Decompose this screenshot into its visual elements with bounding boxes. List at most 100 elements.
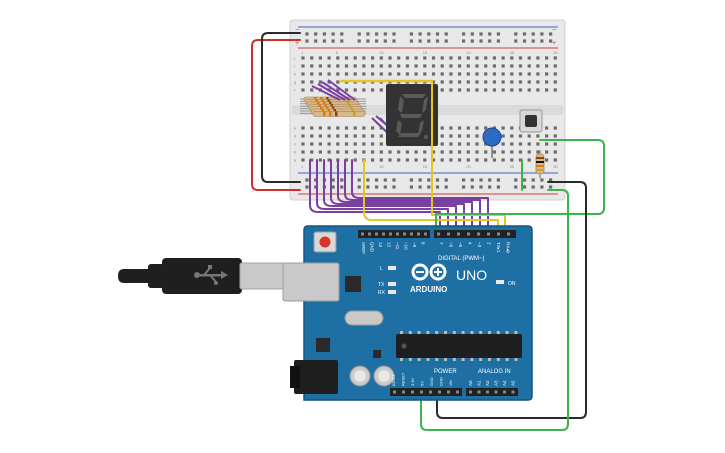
rail-hole[interactable] (375, 32, 379, 36)
breadboard-hole[interactable] (553, 56, 557, 60)
breadboard-hole[interactable] (492, 88, 496, 92)
power-pin-hole[interactable] (447, 390, 450, 394)
breadboard-hole[interactable] (466, 88, 470, 92)
rail-hole[interactable] (444, 178, 448, 182)
breadboard-hole[interactable] (501, 134, 505, 138)
rail-hole[interactable] (357, 185, 361, 189)
breadboard-hole[interactable] (492, 56, 496, 60)
breadboard-hole[interactable] (501, 56, 505, 60)
breadboard-hole[interactable] (362, 150, 366, 154)
breadboard-hole[interactable] (371, 88, 375, 92)
breadboard-hole[interactable] (301, 150, 305, 154)
rail-hole[interactable] (496, 185, 500, 189)
breadboard-hole[interactable] (388, 64, 392, 68)
rail-hole[interactable] (462, 185, 466, 189)
breadboard-hole[interactable] (440, 134, 444, 138)
analog-pin-hole[interactable] (477, 390, 481, 394)
breadboard-hole[interactable] (501, 64, 505, 68)
breadboard-hole[interactable] (449, 126, 453, 130)
digital-pin-hole[interactable] (497, 232, 500, 236)
breadboard-hole[interactable] (466, 142, 470, 146)
breadboard-hole[interactable] (545, 150, 549, 154)
breadboard-hole[interactable] (379, 64, 383, 68)
breadboard-hole[interactable] (458, 56, 462, 60)
rail-hole[interactable] (549, 39, 553, 43)
breadboard-hole[interactable] (458, 150, 462, 154)
rail-hole[interactable] (322, 39, 326, 43)
breadboard-hole[interactable] (318, 134, 322, 138)
breadboard-hole[interactable] (336, 126, 340, 130)
breadboard-hole[interactable] (301, 142, 305, 146)
breadboard-hole[interactable] (336, 56, 340, 60)
rail-hole[interactable] (435, 178, 440, 182)
rail-hole[interactable] (366, 39, 370, 43)
breadboard-hole[interactable] (318, 64, 322, 68)
breadboard-hole[interactable] (475, 64, 479, 68)
breadboard-hole[interactable] (414, 150, 418, 154)
power-pin-hole[interactable] (420, 390, 423, 394)
breadboard-hole[interactable] (484, 158, 488, 162)
breadboard-hole[interactable] (510, 126, 514, 130)
breadboard-hole[interactable] (518, 158, 523, 162)
rail-hole[interactable] (479, 178, 483, 182)
rail-hole[interactable] (383, 39, 387, 43)
breadboard-hole[interactable] (344, 142, 349, 146)
breadboard-hole[interactable] (466, 64, 470, 68)
breadboard-hole[interactable] (379, 150, 383, 154)
breadboard-hole[interactable] (536, 64, 540, 68)
breadboard-hole[interactable] (553, 142, 557, 146)
rail-hole[interactable] (383, 185, 387, 189)
breadboard-hole[interactable] (379, 134, 383, 138)
breadboard-hole[interactable] (362, 72, 366, 76)
breadboard-hole[interactable] (301, 158, 305, 162)
breadboard-hole[interactable] (440, 142, 444, 146)
breadboard-hole[interactable] (553, 126, 557, 130)
rail-hole[interactable] (514, 178, 518, 182)
breadboard-hole[interactable] (353, 142, 357, 146)
breadboard-hole[interactable] (475, 158, 479, 162)
rail-hole[interactable] (314, 178, 318, 182)
rail-hole[interactable] (357, 39, 361, 43)
breadboard-hole[interactable] (388, 158, 392, 162)
rail-hole[interactable] (470, 185, 474, 189)
breadboard-hole[interactable] (449, 142, 453, 146)
power-pin-hole[interactable] (456, 390, 459, 394)
pulldown-resistor[interactable] (535, 150, 545, 178)
rail-hole[interactable] (488, 39, 492, 43)
breadboard-hole[interactable] (318, 72, 322, 76)
breadboard-hole[interactable] (510, 158, 514, 162)
breadboard-hole[interactable] (545, 158, 549, 162)
digital-pin-hole[interactable] (424, 232, 427, 236)
rail-hole[interactable] (427, 32, 431, 36)
breadboard-hole[interactable] (492, 64, 496, 68)
breadboard-hole[interactable] (379, 72, 383, 76)
green-button-wire[interactable] (435, 139, 605, 231)
analog-pin-hole[interactable] (494, 390, 498, 394)
rail-hole[interactable] (305, 32, 309, 36)
breadboard-hole[interactable] (553, 158, 557, 162)
breadboard-hole[interactable] (318, 150, 322, 154)
breadboard-hole[interactable] (405, 64, 409, 68)
digital-pin-hole[interactable] (382, 232, 385, 236)
rail-hole[interactable] (462, 32, 466, 36)
breadboard-hole[interactable] (536, 72, 540, 76)
breadboard-hole[interactable] (327, 134, 331, 138)
breadboard-hole[interactable] (301, 56, 305, 60)
breadboard-hole[interactable] (484, 150, 488, 154)
breadboard-hole[interactable] (301, 126, 305, 130)
breadboard-hole[interactable] (440, 64, 444, 68)
breadboard-hole[interactable] (536, 56, 540, 60)
ceramic-capacitor[interactable] (482, 127, 502, 158)
breadboard-hole[interactable] (492, 72, 496, 76)
digital-pin-hole[interactable] (437, 232, 440, 236)
digital-pin-hole[interactable] (417, 232, 420, 236)
rail-hole[interactable] (392, 178, 396, 182)
breadboard-hole[interactable] (484, 88, 488, 92)
pushbutton[interactable] (519, 109, 543, 133)
breadboard-hole[interactable] (449, 72, 453, 76)
breadboard-hole[interactable] (492, 158, 496, 162)
breadboard-hole[interactable] (362, 64, 366, 68)
rail-hole[interactable] (427, 39, 431, 43)
rail-hole[interactable] (488, 178, 492, 182)
breadboard-hole[interactable] (510, 142, 514, 146)
